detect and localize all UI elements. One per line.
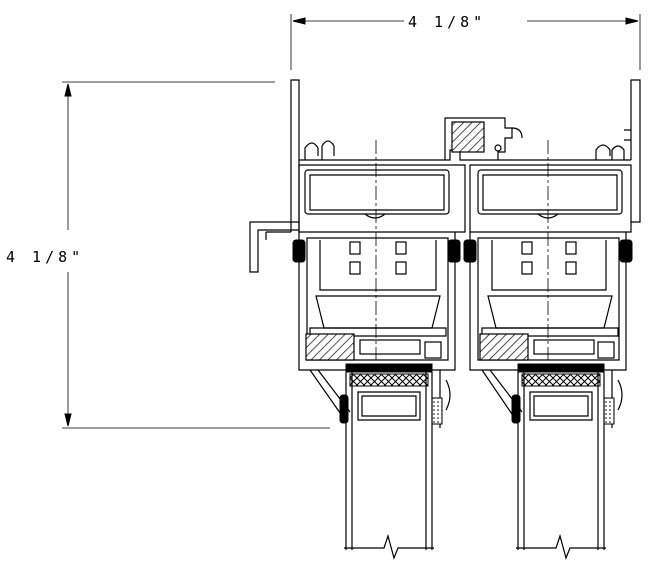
right-glass-unit — [516, 363, 606, 560]
height-dimension: 4 1/8" — [6, 81, 330, 429]
head-frame-profile — [249, 79, 641, 273]
width-dimension-label: 4 1/8" — [408, 13, 486, 31]
width-dimension: 4 1/8" — [290, 13, 641, 70]
left-glass-unit — [344, 363, 434, 560]
left-glazing-assembly — [292, 232, 461, 428]
height-dimension-label: 4 1/8" — [6, 248, 84, 266]
left-sash-hollow — [298, 140, 466, 360]
right-sash-hollow — [469, 140, 632, 360]
